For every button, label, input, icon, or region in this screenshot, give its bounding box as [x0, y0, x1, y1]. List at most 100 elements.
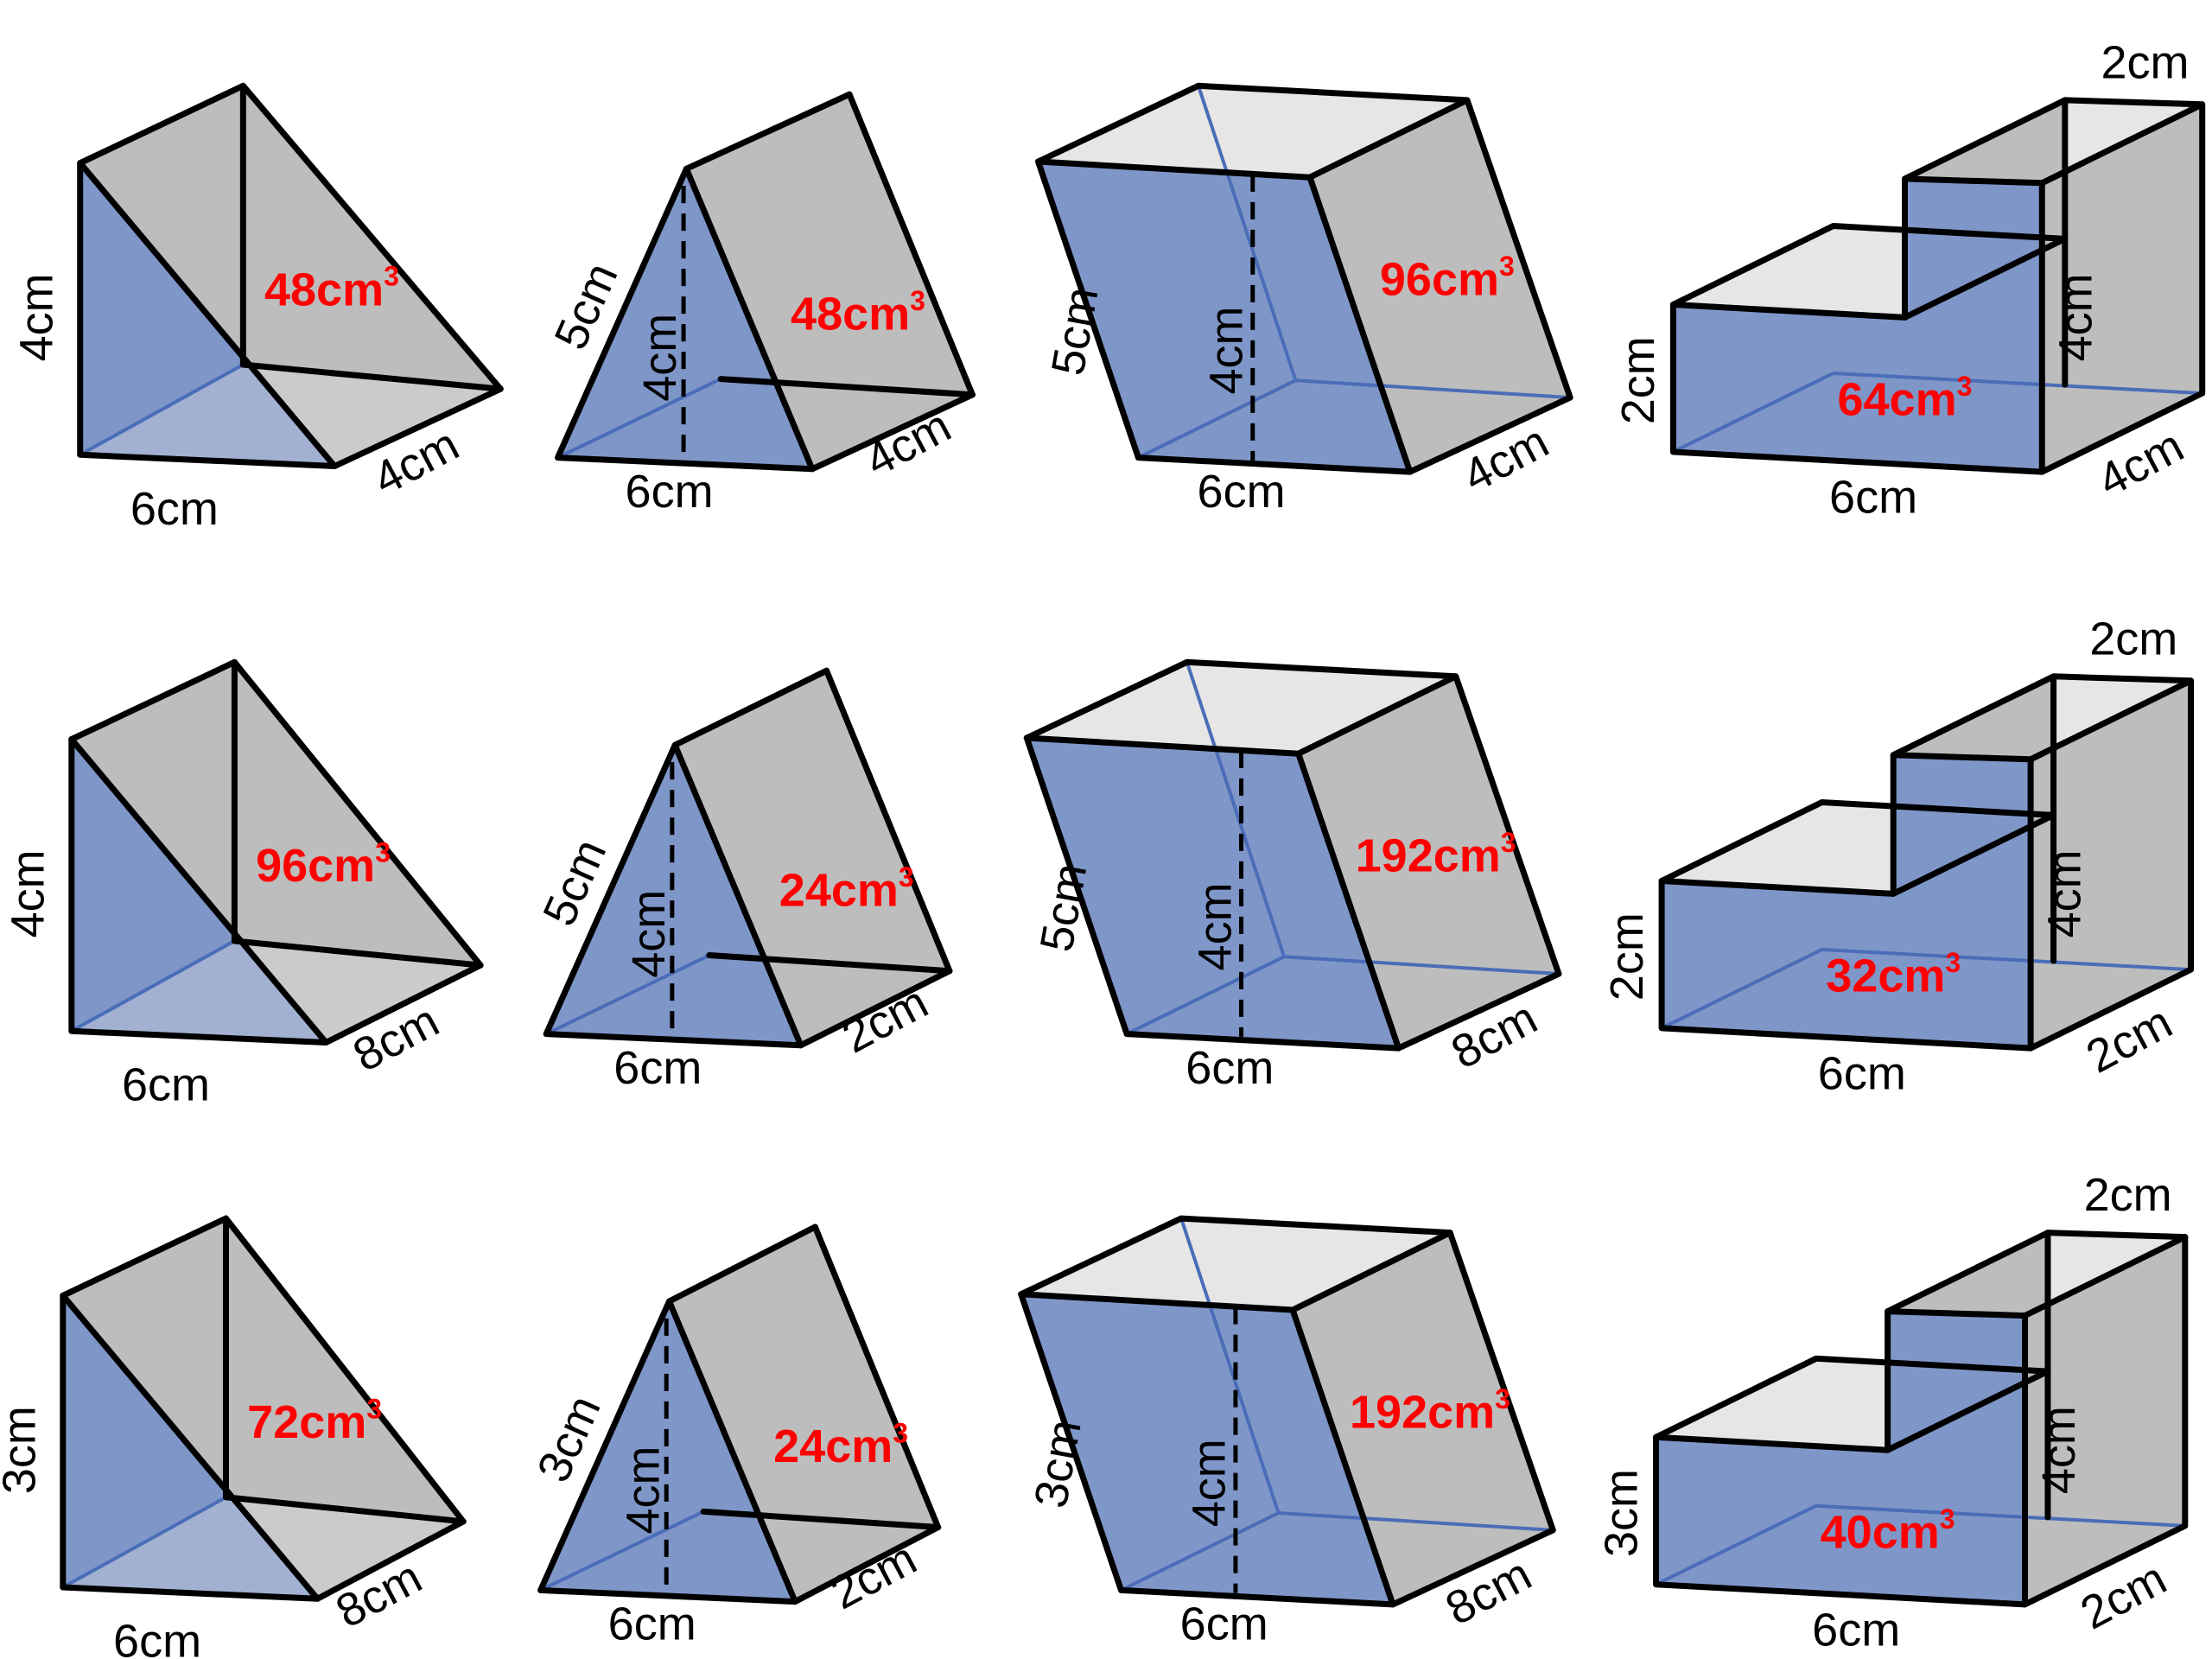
hidden-edge — [1137, 378, 1297, 460]
volume-label: 40cm3 — [1821, 1503, 1955, 1558]
bottom-right-edge — [809, 391, 976, 473]
back-bottom-edge — [222, 1494, 467, 1525]
altitude-label: 4cm — [1201, 306, 1253, 394]
right-face — [2024, 1236, 2185, 1605]
front-face — [557, 168, 812, 469]
height-label: 4cm — [11, 273, 63, 361]
volume-exponent: 3 — [910, 285, 925, 316]
hidden-edge — [61, 1496, 227, 1589]
volume-exponent: 3 — [1945, 948, 1961, 979]
hidden-edge — [1672, 372, 1834, 454]
back-bottom-edge — [717, 376, 976, 398]
front-outline — [555, 165, 816, 473]
slanted-face — [669, 1227, 938, 1602]
back-slant-edge — [811, 1224, 942, 1531]
lower-step-outline — [1658, 799, 2057, 897]
slant-label: 5cm — [1031, 860, 1097, 956]
hidden-edge — [545, 953, 710, 1036]
volume-exponent: 3 — [1501, 828, 1516, 859]
base-label: 6cm — [1818, 1047, 1906, 1099]
volume-label: 192cm3 — [1350, 1383, 1510, 1438]
right-face — [1310, 99, 1571, 473]
slanted-face — [79, 86, 501, 467]
hidden-edge — [556, 377, 721, 460]
volume-label: 32cm3 — [1826, 948, 1961, 1002]
volume-exponent: 3 — [375, 837, 391, 868]
volume-value: 72cm — [247, 1396, 366, 1448]
top-opening — [1020, 1218, 1451, 1310]
hidden-edge — [1278, 1510, 1554, 1532]
outline — [77, 82, 504, 469]
slanted-face — [62, 1218, 464, 1599]
base-label: 6cm — [626, 466, 714, 518]
volume-exponent: 3 — [384, 261, 399, 292]
slant-label: 3cm — [1025, 1416, 1091, 1512]
volume-value: 48cm — [264, 264, 384, 316]
back-slant-edge — [823, 667, 953, 975]
upper-step-outline — [1885, 1230, 2189, 1319]
bottom-right-edge — [791, 1524, 942, 1605]
left-height-label: 3cm — [1595, 1469, 1647, 1557]
hidden-edge — [1126, 955, 1286, 1036]
volume-value: 24cm — [773, 1421, 893, 1472]
height-label: 3cm — [0, 1406, 46, 1494]
volume-label: 64cm3 — [1837, 372, 1972, 426]
front-face — [1673, 178, 2043, 473]
hidden-edge — [1295, 378, 1571, 400]
top-opening — [1027, 662, 1456, 754]
base-label: 6cm — [608, 1599, 696, 1650]
hidden-edge — [1821, 947, 2191, 972]
right-face — [1298, 676, 1559, 1049]
right-outline — [2038, 101, 2206, 475]
front-outline — [1018, 1291, 1396, 1608]
outline — [60, 1215, 467, 1602]
hidden-edge — [1185, 661, 1287, 957]
hidden-edge — [1179, 1217, 1281, 1514]
volume-exponent: 3 — [1957, 372, 1973, 403]
back-bottom-edge — [239, 361, 504, 392]
base-label: 6cm — [130, 483, 219, 535]
volume-label: 24cm3 — [773, 1418, 908, 1472]
volume-value: 32cm — [1826, 950, 1945, 1002]
height-label: 4cm — [3, 849, 54, 938]
volume-value: 24cm — [779, 865, 899, 917]
volume-label: 48cm3 — [264, 261, 399, 315]
front-face — [1027, 738, 1399, 1049]
volume-value: 192cm — [1350, 1387, 1495, 1439]
top-ridge-edge — [683, 91, 853, 172]
top-ridge-edge — [666, 1224, 818, 1305]
hidden-edge — [1815, 1503, 2185, 1528]
upper-step-outline — [1890, 673, 2194, 763]
hidden-edge — [1284, 955, 1560, 976]
volume-value: 64cm — [1837, 374, 1956, 426]
slanted-face — [686, 94, 973, 469]
front-face — [546, 745, 801, 1046]
outline — [68, 658, 484, 1046]
right-height-label: 4cm — [2038, 849, 2090, 938]
right-face — [2031, 680, 2191, 1049]
hidden-edge — [1655, 1503, 1817, 1586]
hidden-edge — [1833, 371, 2202, 396]
altitude-label: 4cm — [617, 1446, 669, 1535]
front-face — [540, 1301, 796, 1602]
slant-label: 5cm — [1042, 283, 1109, 379]
altitude-label: 4cm — [1189, 882, 1241, 970]
lower-step-outline — [1653, 1355, 2051, 1453]
back-slant-edge — [846, 91, 976, 398]
top-ridge-edge — [671, 667, 830, 748]
back-bottom-edge — [700, 1508, 942, 1531]
left-height-label: 2cm — [1601, 912, 1653, 1001]
upper-step-outline — [1902, 97, 2206, 187]
volume-label: 96cm3 — [256, 837, 391, 892]
base-label: 6cm — [1198, 466, 1286, 518]
